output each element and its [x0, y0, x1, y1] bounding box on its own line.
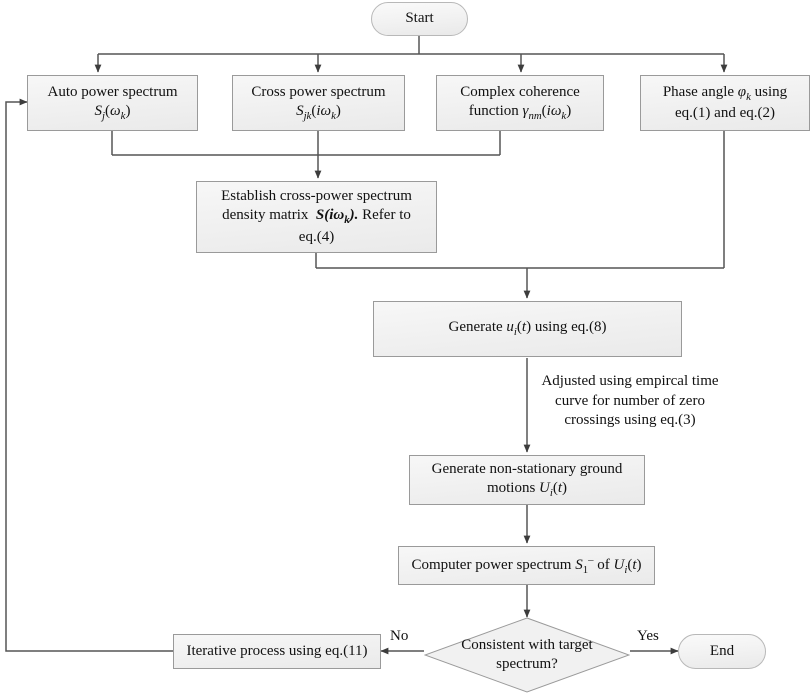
node-complex-coherence-label: Complex coherence function γnm(iωk)	[460, 83, 580, 123]
node-iterative-process-label: Iterative process using eq.(11)	[186, 642, 368, 659]
node-start[interactable]: Start	[371, 2, 468, 36]
node-generate-ui[interactable]: Generate ui(t) using eq.(8)	[373, 301, 682, 357]
node-complex-coherence[interactable]: Complex coherence function γnm(iωk)	[436, 75, 604, 131]
node-end-label: End	[709, 642, 735, 659]
node-decision[interactable]: Consistent with target spectrum?	[424, 617, 630, 693]
node-auto-power-spectrum-label: Auto power spectrum Sj(ωk)	[47, 83, 178, 123]
decision-line2: spectrum?	[496, 656, 558, 672]
node-cross-power-matrix[interactable]: Establish cross-power spectrum density m…	[196, 181, 437, 253]
node-cross-power-matrix-label: Establish cross-power spectrum density m…	[221, 187, 412, 245]
matrix-line3: eq.(4)	[298, 228, 335, 245]
node-compute-power-spectrum[interactable]: Computer power spectrum S1– of Ui(t)	[398, 546, 655, 585]
node-phase-angle-label: Phase angle φk using eq.(1) and eq.(2)	[662, 83, 788, 121]
node-phase-angle[interactable]: Phase angle φk using eq.(1) and eq.(2)	[640, 75, 810, 131]
wire-feedback-loop	[5, 98, 173, 652]
node-start-label: Start	[405, 10, 434, 27]
phase-line2: eq.(1) and eq.(2)	[675, 104, 775, 121]
node-cross-power-spectrum-label: Cross power spectrum Sjk(iωk)	[251, 83, 386, 123]
node-generate-ui-label: Generate ui(t) using eq.(8)	[448, 319, 607, 339]
node-iterative-process[interactable]: Iterative process using eq.(11)	[173, 634, 381, 669]
node-end[interactable]: End	[678, 634, 766, 669]
node-generate-nonstationary[interactable]: Generate non-stationary ground motions U…	[409, 455, 645, 505]
auto-line1: Auto power spectrum	[47, 83, 178, 100]
adjust-line2: curve for number of zero	[555, 392, 705, 409]
cross-line1: Cross power spectrum	[251, 83, 386, 100]
coherence-line1: Complex coherence	[460, 83, 580, 100]
matrix-line1: Establish cross-power spectrum	[221, 187, 412, 204]
edge-label-no: No	[390, 628, 409, 644]
adjust-line1: Adjusted using empircal time	[541, 373, 719, 389]
node-cross-power-spectrum[interactable]: Cross power spectrum Sjk(iωk)	[232, 75, 405, 131]
node-decision-label: Consistent with target spectrum?	[424, 617, 630, 693]
node-compute-power-spectrum-label: Computer power spectrum S1– of Ui(t)	[411, 554, 642, 577]
edge-label-yes: Yes	[637, 628, 659, 644]
node-generate-nonstationary-label: Generate non-stationary ground motions U…	[431, 460, 623, 500]
nonstat-line1: Generate non-stationary ground	[431, 460, 623, 477]
adjust-line3: crossings using eq.(3)	[564, 412, 696, 428]
annotation-adjust-note: Adjusted using empircal time curve for n…	[530, 372, 730, 431]
decision-line1: Consistent with target	[461, 636, 593, 653]
node-auto-power-spectrum[interactable]: Auto power spectrum Sj(ωk)	[27, 75, 198, 131]
